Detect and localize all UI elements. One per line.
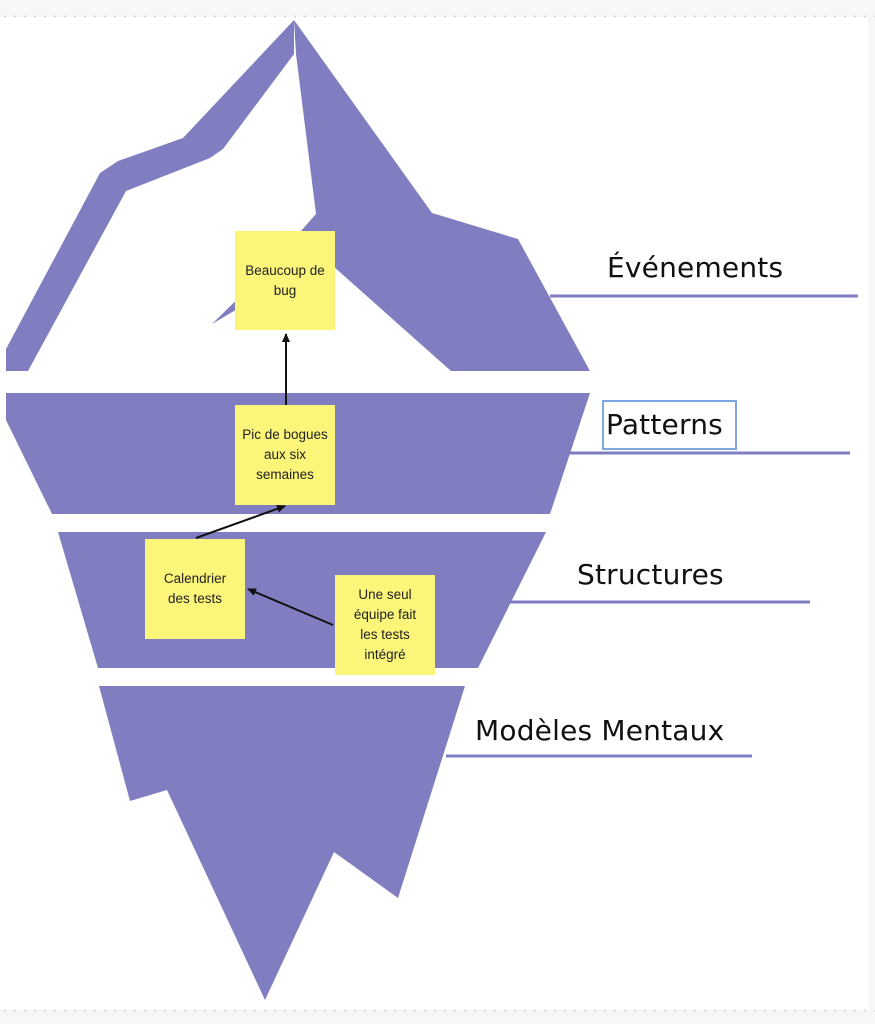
iceberg-base-mental-models — [99, 686, 465, 1000]
iceberg-tip-left-ridge — [6, 20, 294, 371]
sticky-note-beaucoup-de-bug[interactable]: Beaucoup de bug — [235, 231, 335, 330]
bottom-ruler — [0, 1009, 875, 1012]
level-label-evenements[interactable]: Événements — [607, 251, 784, 284]
level-label-structures[interactable]: Structures — [577, 558, 724, 591]
sticky-note-une-seul-equipe[interactable]: Une seul équipe fait les tests intégré — [335, 575, 435, 675]
level-label-patterns[interactable]: Patterns — [602, 400, 737, 450]
level-label-modeles-mentaux[interactable]: Modèles Mentaux — [475, 714, 725, 747]
top-ruler — [0, 15, 875, 18]
arrow-one-team-to-calendar[interactable] — [247, 588, 334, 626]
arrow-calendar-to-peak[interactable] — [195, 504, 286, 539]
sticky-note-pic-de-bogues[interactable]: Pic de bogues aux six semaines — [235, 405, 335, 505]
right-edge — [868, 17, 875, 1010]
iceberg-band-structures — [58, 532, 546, 668]
sticky-note-calendrier-des-tests[interactable]: Calendrier des tests — [145, 539, 245, 639]
iceberg-tip-main — [212, 20, 590, 371]
